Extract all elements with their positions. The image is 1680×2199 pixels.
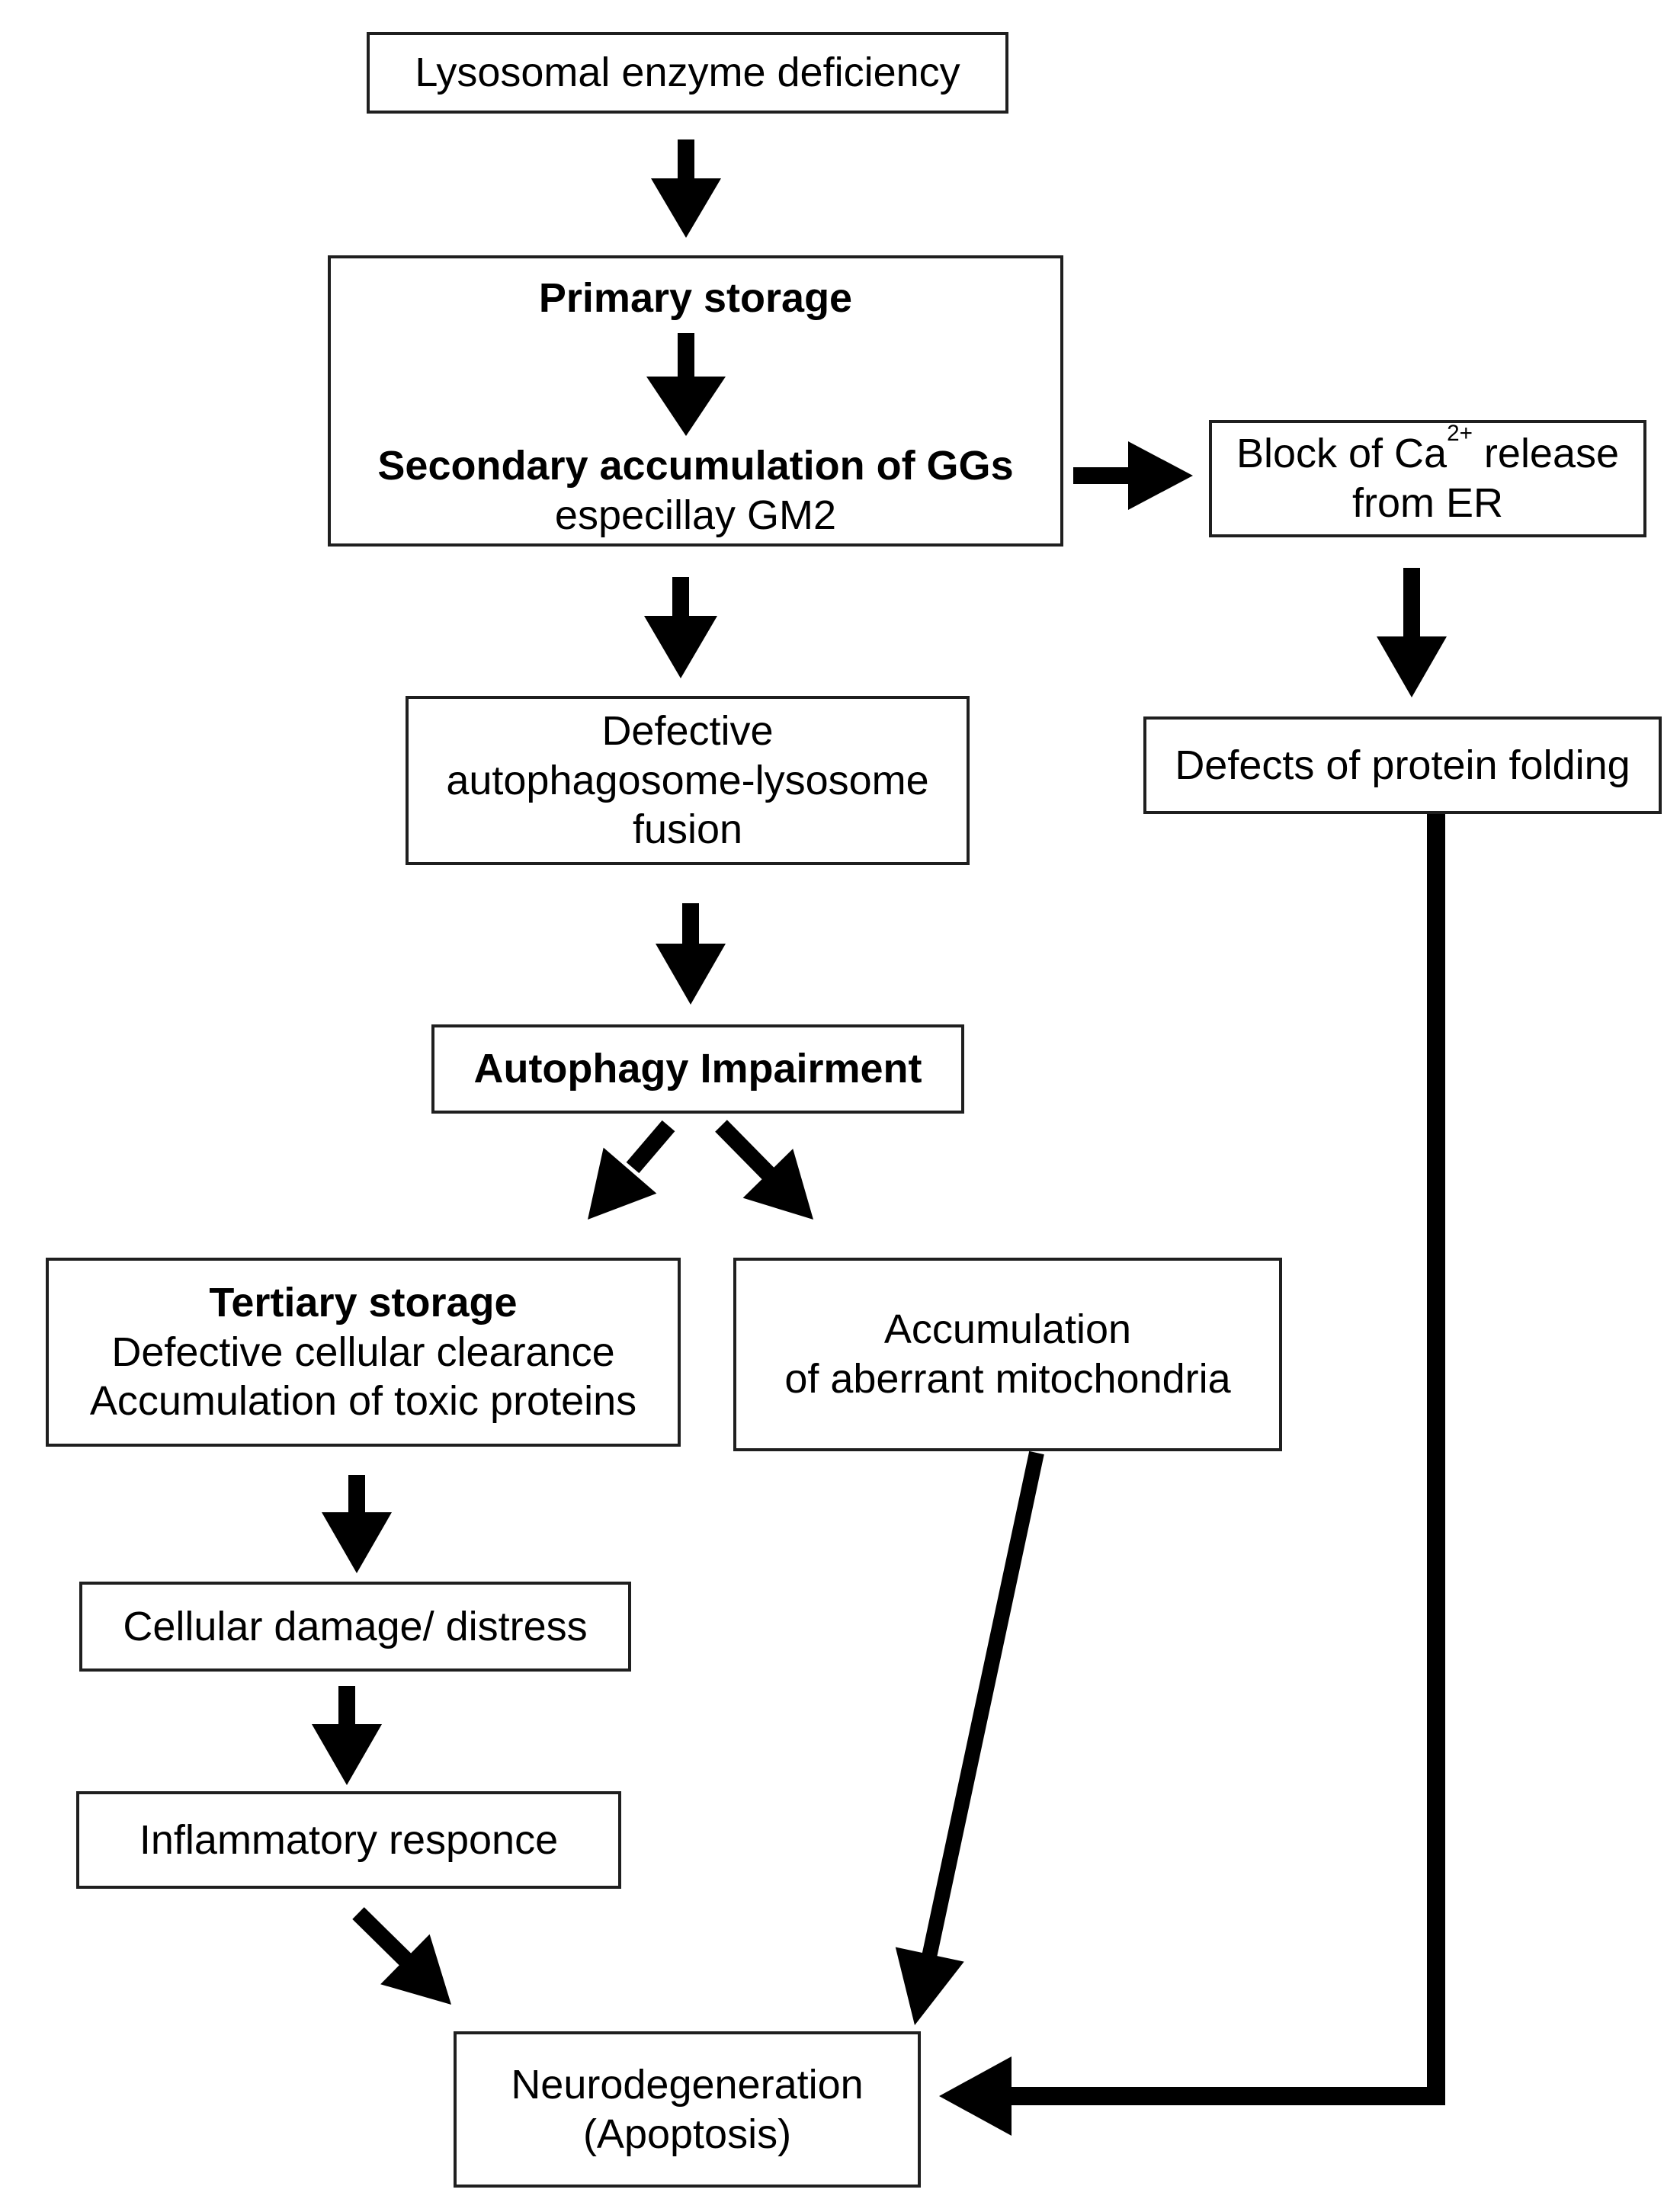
node-label-line3: Accumulation of toxic proteins bbox=[89, 1378, 637, 1425]
node-label-line1: Block of Ca2+ release bbox=[1236, 420, 1620, 477]
arrow-mitochondria-to-neurodegeneration bbox=[895, 1451, 1044, 2025]
node-label: Lysosomal enzyme deficiency bbox=[415, 50, 960, 96]
node-neurodegeneration: Neurodegeneration (Apoptosis) bbox=[454, 2031, 921, 2188]
node-tertiary-storage: Tertiary storage Defective cellular clea… bbox=[46, 1258, 681, 1447]
connector-folding-to-neurodegeneration bbox=[939, 814, 1445, 2136]
arrow-fusion-to-autophagy bbox=[656, 903, 726, 1005]
node-label-line2: Defective cellular clearance bbox=[111, 1329, 615, 1375]
node-label-line1: Accumulation bbox=[883, 1306, 1132, 1353]
node-label-line2: from ER bbox=[1351, 480, 1504, 526]
node-defective-fusion: Defective autophagosome-lysosome fusion bbox=[406, 696, 970, 865]
node-label-line2: (Apoptosis) bbox=[582, 2111, 792, 2157]
node-label: Defects of protein folding bbox=[1175, 742, 1630, 788]
arrow-lysosomal-to-primary bbox=[651, 139, 721, 238]
node-block-ca-release: Block of Ca2+ release from ER bbox=[1209, 420, 1646, 537]
node-defects-protein-folding: Defects of protein folding bbox=[1143, 716, 1662, 814]
node-label: Cellular damage/ distress bbox=[123, 1603, 588, 1649]
node-lysosomal-enzyme-deficiency: Lysosomal enzyme deficiency bbox=[367, 32, 1008, 114]
node-label: Autophagy Impairment bbox=[473, 1046, 922, 1092]
node-aberrant-mitochondria: Accumulation of aberrant mitochondria bbox=[733, 1258, 1282, 1451]
node-label: Inflammatory responce bbox=[139, 1816, 559, 1863]
node-autophagy-impairment: Autophagy Impairment bbox=[431, 1024, 964, 1114]
node-label-line3: fusion bbox=[632, 806, 743, 853]
superscript-2plus: 2+ bbox=[1447, 420, 1473, 446]
arrow-autophagy-to-tertiary bbox=[588, 1120, 675, 1220]
node-cellular-damage: Cellular damage/ distress bbox=[79, 1582, 631, 1672]
node-label-line1: Neurodegeneration bbox=[511, 2061, 864, 2108]
arrow-autophagy-to-mitochondria bbox=[715, 1120, 813, 1220]
arrow-damage-to-inflammatory bbox=[312, 1686, 382, 1785]
arrow-ca-block-to-folding bbox=[1377, 568, 1447, 697]
node-subtitle: Secondary accumulation of GGs bbox=[377, 442, 1014, 489]
node-title: Tertiary storage bbox=[209, 1279, 518, 1325]
arrow-inflammatory-to-neurodegeneration bbox=[352, 1907, 451, 2005]
arrow-primary-to-ca-block bbox=[1073, 441, 1193, 510]
node-title: Primary storage bbox=[538, 275, 853, 321]
arrow-primary-to-fusion bbox=[644, 577, 717, 678]
node-label-line2: autophagosome-lysosome bbox=[446, 757, 929, 803]
node-label-line1: Defective bbox=[601, 707, 774, 754]
node-note: especillay GM2 bbox=[554, 492, 837, 538]
node-label-line2: of aberrant mitochondria bbox=[784, 1356, 1231, 1402]
node-inflammatory-response: Inflammatory responce bbox=[76, 1791, 621, 1889]
node-primary-storage: Primary storage Secondary accumulation o… bbox=[328, 255, 1063, 547]
arrow-tertiary-to-damage bbox=[322, 1475, 392, 1573]
